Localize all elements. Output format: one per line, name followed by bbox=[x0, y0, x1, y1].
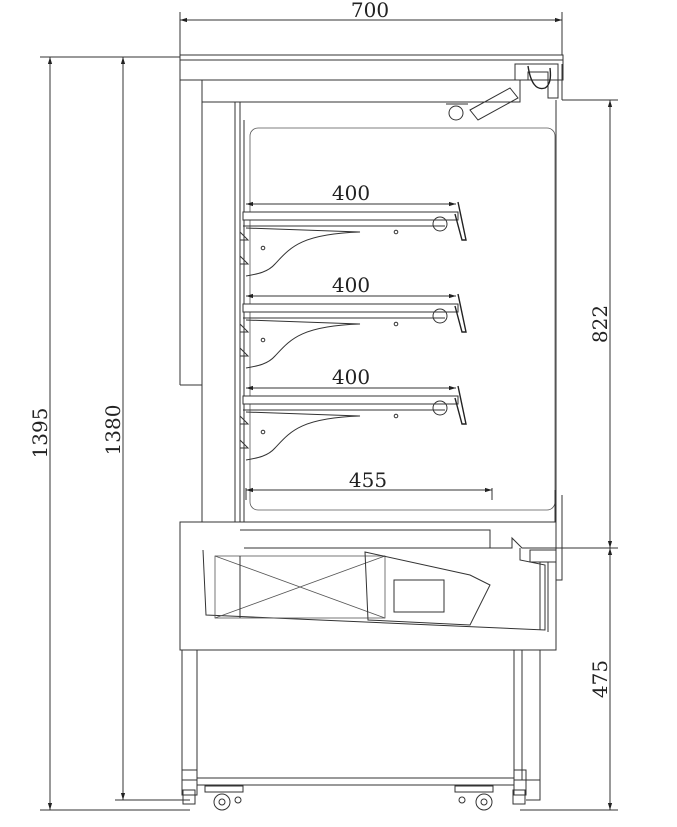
cabinet-body bbox=[179, 54, 564, 548]
stand-frame bbox=[181, 649, 541, 801]
castor-rear bbox=[454, 785, 494, 811]
shelf-1: 400 bbox=[239, 181, 467, 277]
dimension-display-height: 822 bbox=[556, 99, 618, 549]
bracket-bolt bbox=[393, 321, 399, 327]
shelf-depth-label: 400 bbox=[332, 181, 370, 205]
foot-right bbox=[512, 789, 526, 805]
base-height-label: 475 bbox=[588, 660, 612, 698]
dimension-overall-width: 700 bbox=[179, 0, 563, 58]
overall-width-label: 700 bbox=[351, 0, 389, 22]
deck-depth-label: 455 bbox=[349, 468, 387, 492]
dimension-base-height: 475 bbox=[520, 548, 618, 811]
dimension-deck-depth: 455 bbox=[245, 468, 493, 500]
shelf-end-roller bbox=[432, 216, 448, 232]
shelf-end-roller bbox=[432, 308, 448, 324]
bracket-bolt bbox=[260, 337, 266, 343]
shelf-bracket bbox=[245, 319, 361, 369]
shelf-depth-label: 400 bbox=[332, 365, 370, 389]
shelf-front-lip bbox=[454, 201, 467, 241]
shelf-front-lip bbox=[454, 293, 467, 333]
wall-slots bbox=[239, 323, 250, 357]
shelf-2: 400 bbox=[239, 273, 467, 369]
shelf-bracket bbox=[245, 227, 361, 277]
shelf-front-lip bbox=[454, 385, 467, 425]
bracket-bolt bbox=[260, 245, 266, 251]
wall-slots bbox=[239, 415, 250, 449]
bracket-bolt bbox=[393, 229, 399, 235]
body-height-label: 1380 bbox=[101, 405, 125, 456]
shelf-end-roller bbox=[432, 400, 448, 416]
castor-front bbox=[204, 785, 244, 811]
shelf-plate bbox=[242, 395, 459, 405]
shelf-3: 400 bbox=[239, 365, 467, 461]
shelf-depth-label: 400 bbox=[332, 273, 370, 297]
foot-left bbox=[182, 789, 196, 805]
dimension-overall-height: 1395 bbox=[28, 56, 190, 811]
base-unit bbox=[179, 521, 563, 651]
dimension-body-height: 1380 bbox=[101, 56, 190, 801]
wall-slots bbox=[239, 231, 250, 265]
shelf-plate bbox=[242, 211, 459, 221]
bracket-bolt bbox=[393, 413, 399, 419]
shelf-bracket bbox=[245, 411, 361, 461]
shelves-group: 400 400 400 bbox=[239, 181, 467, 461]
display-height-label: 822 bbox=[588, 305, 612, 343]
shelf-plate bbox=[242, 303, 459, 313]
bracket-bolt bbox=[260, 429, 266, 435]
overall-height-label: 1395 bbox=[28, 408, 52, 459]
